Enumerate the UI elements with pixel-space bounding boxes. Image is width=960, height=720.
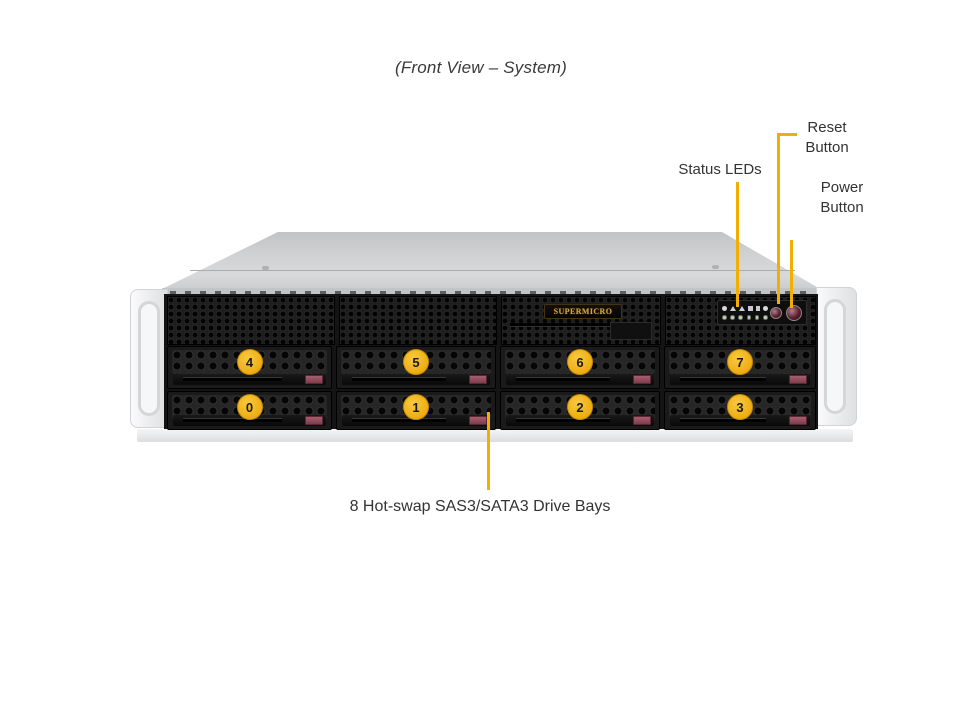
bay-release-lever [342,415,490,426]
lid-screw [712,265,719,269]
brand-logo: SUPERMICRO [553,307,613,316]
status-led [762,315,768,320]
bay-number-badge: 1 [403,394,429,420]
bay-latch [469,375,487,384]
hdd-led-icon [763,305,768,311]
bay-latch [789,375,807,384]
bay-number-badge: 4 [236,349,263,375]
bay-number-badge: 3 [727,394,753,420]
lever-slot [183,377,282,381]
bay-release-lever [506,415,654,426]
drive-bay-3: 3 [664,391,816,430]
power-button-label: Power Button [801,178,883,218]
bay-release-lever [173,374,326,385]
bay-release-lever [506,374,654,385]
power-button [786,305,802,321]
bay-release-lever [670,374,810,385]
lever-slot [516,418,610,422]
front-vent-panel-1 [167,296,335,345]
reset-button [770,307,782,319]
drive-bay-2: 2 [500,391,660,430]
drive-bay-4: 4 [167,346,332,389]
chassis-top-lid [160,232,822,290]
status-led [722,315,727,320]
bay-release-lever [173,415,326,426]
bay-latch [305,375,323,384]
reset-button-label-line1: Reset [807,119,847,136]
front-vent-panel-2 [339,296,497,345]
slim-drive-slot [510,323,622,327]
status-led-icon-row [722,304,768,312]
bay-number-badge: 5 [403,349,429,375]
left-ear-handle [138,301,160,416]
reset-button-callout-line-horizontal [777,133,797,136]
status-leds-label: Status LEDs [678,161,762,178]
drive-bay-0: 0 [167,391,332,430]
bay-number-badge: 2 [567,394,593,420]
bay-number-badge: 0 [236,394,263,420]
nic1-led-icon [747,305,753,311]
bay-release-lever [342,374,490,385]
slim-drive-blank-panel [610,322,652,340]
lid-seam-line [190,270,795,271]
reset-button-label-line2: Button [805,139,849,156]
overheat-led-icon [738,305,745,311]
drive-bay-1: 1 [336,391,496,430]
lid-front-vent-slots [170,291,812,296]
bay-release-lever [670,415,810,426]
right-ear-handle [824,299,846,414]
lever-slot [516,377,610,381]
front-vent-panel-logo: SUPERMICRO [501,296,661,345]
status-led [730,315,735,320]
chassis-bottom-rail [137,429,853,442]
reset-button-callout-line [777,133,780,304]
drive-bay-7: 7 [664,346,816,389]
lever-slot [352,377,446,381]
lever-slot [680,377,766,381]
reset-button-label: Reset Button [786,118,868,158]
power-led-icon [729,305,736,311]
status-led [738,315,743,320]
drive-bay-5: 5 [336,346,496,389]
front-control-panel [717,300,807,325]
status-leds-callout-line [736,182,739,307]
brand-logo-plate: SUPERMICRO [544,304,622,319]
power-button-callout-line [790,240,793,308]
nic2-led-icon [755,305,761,311]
power-button-label-line2: Button [820,199,864,216]
status-led [746,315,752,320]
bay-latch [305,416,323,425]
lever-slot [183,418,282,422]
drive-bay-6: 6 [500,346,660,389]
power-button-label-line1: Power [820,179,864,196]
right-rack-ear [816,287,857,426]
bay-latch [633,375,651,384]
figure-title: (Front View – System) [394,58,568,77]
bay-latch [789,416,807,425]
drive-bays-label: 8 Hot-swap SAS3/SATA3 Drive Bays [349,498,611,515]
bay-latch [633,416,651,425]
status-led-row [722,315,768,320]
lid-screw [262,266,269,270]
lever-slot [352,418,446,422]
drive-bays-callout-line [487,412,490,490]
bay-number-badge: 7 [727,349,753,375]
status-led [754,315,760,320]
left-rack-ear [130,289,168,428]
info-led-icon [722,305,727,311]
bay-number-badge: 6 [567,349,593,375]
lever-slot [680,418,766,422]
bay-latch [469,416,487,425]
